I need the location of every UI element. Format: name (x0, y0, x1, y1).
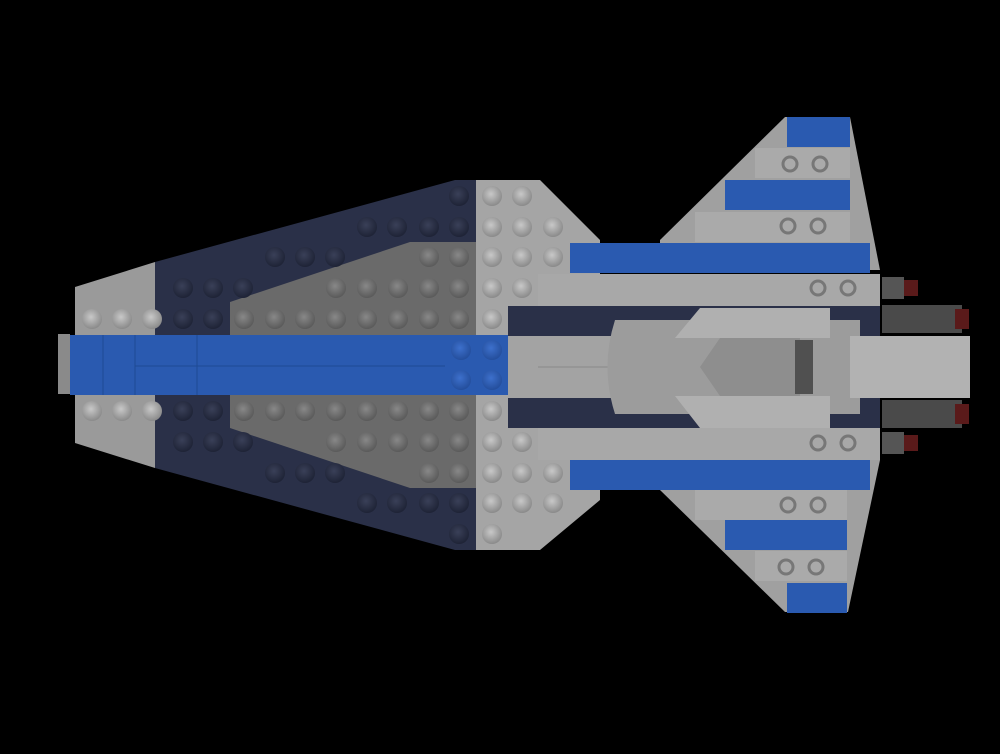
studs-dark (173, 186, 469, 544)
rear-studs (777, 155, 857, 576)
studs-blue (451, 340, 502, 390)
studs-mid (234, 247, 469, 483)
blue-stripe (58, 334, 510, 395)
studs-light (82, 309, 162, 421)
engines (882, 277, 969, 454)
upper-blue-bar (570, 243, 870, 273)
lower-blue-bar (570, 460, 870, 490)
main-body (508, 274, 970, 460)
studs-column (482, 186, 563, 544)
rear-wings (660, 117, 880, 613)
